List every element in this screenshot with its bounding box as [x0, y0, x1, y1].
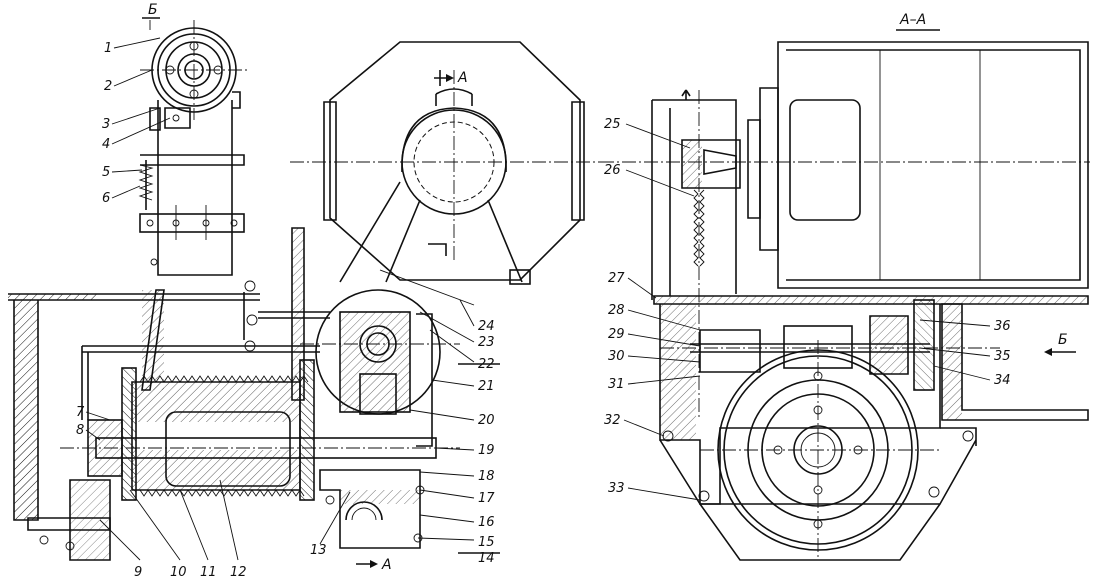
part-label: 16: [478, 515, 495, 530]
part-label: 24: [478, 319, 495, 334]
part-label: 32: [604, 413, 621, 428]
part-label: 20: [478, 413, 495, 428]
part-label: 6: [102, 191, 110, 206]
leaders-1-6: [111, 37, 171, 199]
part-label: 22: [478, 357, 495, 372]
part-label: 2: [104, 79, 112, 94]
part-label: 19: [478, 443, 495, 458]
section-mark-bottom: А: [381, 557, 392, 573]
part-label: 33: [608, 481, 625, 496]
part-label: 13: [310, 543, 327, 558]
part-label: 26: [604, 163, 621, 178]
section-aa-label: А–А: [899, 12, 926, 28]
part-label: 25: [604, 117, 621, 132]
part-label: 12: [230, 565, 247, 580]
part-label: 29: [608, 327, 625, 342]
part-number-labels: 1 2 3 4 5 6 7 8 9 10 11 12 13 14 15 16 1…: [76, 41, 1011, 580]
motor-body: [777, 41, 1089, 289]
part-label: 30: [608, 349, 625, 364]
part-label: 17: [478, 491, 495, 506]
part-label: 7: [76, 405, 85, 420]
part-label: 35: [994, 349, 1011, 364]
part-label: 10: [170, 565, 187, 580]
part-label: 18: [478, 469, 495, 484]
view-b-label-right: Б: [1058, 332, 1068, 348]
guard-view: А: [290, 41, 600, 285]
part-label: 5: [102, 165, 110, 180]
part-label: 34: [994, 373, 1011, 388]
part-label: 27: [608, 271, 625, 286]
view-b-label-top: Б: [148, 2, 158, 18]
part-label: 8: [76, 423, 84, 438]
part-label: 36: [994, 319, 1011, 334]
part-label: 31: [608, 377, 625, 392]
part-label: 4: [102, 137, 110, 152]
part-label: 11: [200, 565, 217, 580]
leaders-main: [85, 269, 500, 561]
main-section-view: А: [8, 227, 460, 573]
part-label: 15: [478, 535, 495, 550]
part-label: 1: [104, 41, 112, 56]
guard-octagon: [329, 41, 581, 281]
part-label: 23: [478, 335, 495, 350]
part-label: 3: [102, 117, 110, 132]
part-label: 21: [478, 379, 495, 394]
part-label: 14: [478, 551, 495, 566]
section-aa-view: А–А: [600, 12, 1090, 561]
part-label: 9: [134, 565, 142, 580]
view-b-end: Б: [138, 2, 248, 276]
section-mark-top: А: [457, 70, 468, 86]
leaders-right: [623, 123, 991, 501]
drum-hub: [165, 411, 291, 487]
part-label: 28: [608, 303, 625, 318]
